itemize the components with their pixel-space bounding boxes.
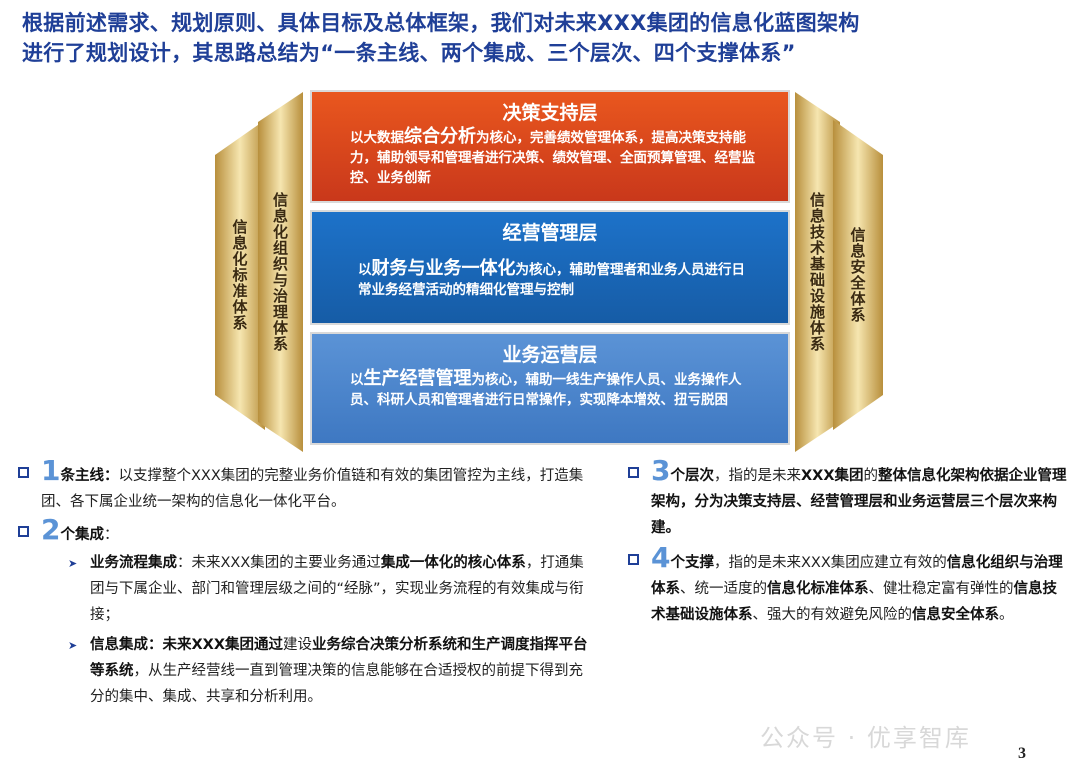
point-two: 2个集成：: [18, 517, 598, 548]
pillar-label: 信息技术基础设施体系: [807, 192, 828, 352]
sub-point-process-integration: ➤ 业务流程集成：未来XXX集团的主要业务通过集成一体化的核心体系，打通集团与下…: [68, 550, 593, 628]
pillar-governance-system: 信息化组织与治理体系: [258, 92, 303, 452]
sub-point-information-integration: ➤ 信息集成：未来XXX集团通过建设业务综合决策分析系统和生产调度指挥平台等系统…: [68, 632, 593, 710]
title-line-2: 进行了规划设计，其思路总结为“一条主线、两个集成、三个层次、四个支撑体系”: [22, 38, 1062, 68]
title-line-1: 根据前述需求、规划原则、具体目标及总体框架，我们对未来XXX集团的信息化蓝图架构: [22, 8, 1062, 38]
layer-title: 业务运营层: [312, 340, 788, 367]
layer-title: 决策支持层: [312, 98, 788, 125]
layer-business-operation: 业务运营层 以生产经营管理为核心，辅助一线生产操作人员、业务操作人员、科研人员和…: [310, 332, 790, 445]
layer-title: 经营管理层: [312, 218, 788, 245]
pillar-label: 信息安全体系: [848, 227, 869, 323]
layer-description: 以大数据综合分析为核心，完善绩效管理体系，提高决策支持能力，辅助领导和管理者进行…: [312, 125, 788, 188]
right-text-block: 3个层次，指的是未来XXX集团的整体信息化架构依据企业管理架构，分为决策支持层、…: [628, 458, 1068, 628]
checkbox-bullet-icon: [628, 467, 639, 478]
page-title: 根据前述需求、规划原则、具体目标及总体框架，我们对未来XXX集团的信息化蓝图架构…: [22, 8, 1062, 68]
layer-description: 以生产经营管理为核心，辅助一线生产操作人员、业务操作人员、科研人员和管理者进行日…: [312, 367, 788, 410]
pillar-label: 信息化组织与治理体系: [270, 192, 291, 352]
pillar-label: 信息化标准体系: [230, 219, 251, 331]
checkbox-bullet-icon: [18, 526, 29, 537]
point-four: 4个支撑，指的是未来XXX集团应建立有效的信息化组织与治理体系、统一适度的信息化…: [628, 545, 1068, 628]
arrow-bullet-icon: ➤: [68, 551, 90, 628]
pillar-security-system: 信息安全体系: [833, 120, 883, 430]
point-three: 3个层次，指的是未来XXX集团的整体信息化架构依据企业管理架构，分为决策支持层、…: [628, 458, 1068, 541]
layer-decision-support: 决策支持层 以大数据综合分析为核心，完善绩效管理体系，提高决策支持能力，辅助领导…: [310, 90, 790, 203]
checkbox-bullet-icon: [628, 554, 639, 565]
page-number: 3: [1018, 745, 1026, 763]
point-one: 1条主线：以支撑整个XXX集团的完整业务价值链和有效的集团管控为主线，打造集团、…: [18, 458, 598, 515]
checkbox-bullet-icon: [18, 467, 29, 478]
left-text-block: 1条主线：以支撑整个XXX集团的完整业务价值链和有效的集团管控为主线，打造集团、…: [18, 458, 598, 710]
layer-description: 以财务与业务一体化为核心，辅助管理者和业务人员进行日常业务经营活动的精细化管理与…: [312, 245, 788, 300]
layer-operations-management: 经营管理层 以财务与业务一体化为核心，辅助管理者和业务人员进行日常业务经营活动的…: [310, 210, 790, 325]
watermark: 公众号 · 优享智库: [760, 718, 971, 753]
arrow-bullet-icon: ➤: [68, 633, 90, 710]
